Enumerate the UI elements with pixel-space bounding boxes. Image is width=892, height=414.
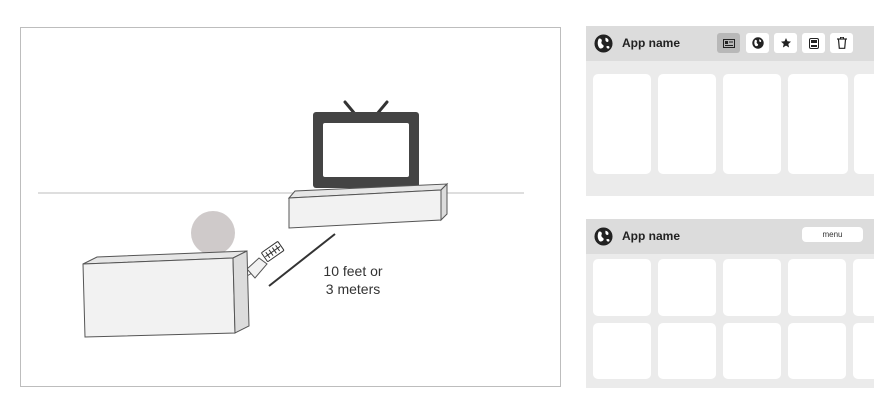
distance-label: 10 feet or 3 meters: [303, 262, 403, 298]
distance-label-line1: 10 feet or: [323, 263, 383, 279]
id-card-icon: [722, 38, 735, 48]
globe-icon: [594, 227, 613, 246]
content-tile[interactable]: [658, 74, 716, 174]
app-header: App name: [586, 26, 874, 61]
person-arm: [246, 257, 268, 279]
content-tile[interactable]: [853, 323, 874, 379]
app-mockup-toolbar: App name: [586, 26, 874, 196]
app-mockup-menu: App name menu: [586, 219, 874, 388]
trash-button[interactable]: [830, 33, 853, 53]
content-tile[interactable]: [853, 259, 874, 316]
globe-button[interactable]: [746, 33, 769, 53]
content-tile[interactable]: [723, 259, 781, 316]
tv-button[interactable]: [802, 33, 825, 53]
globe-icon: [751, 37, 764, 49]
content-tile[interactable]: [593, 74, 651, 174]
room-scene: [38, 100, 524, 338]
content-tile[interactable]: [593, 323, 651, 379]
content-tile[interactable]: [658, 259, 716, 316]
remote-control-icon: [261, 241, 285, 262]
content-tile[interactable]: [854, 74, 874, 174]
content-tile[interactable]: [788, 74, 848, 174]
content-tile[interactable]: [593, 259, 651, 316]
tv-icon: [808, 37, 819, 49]
distance-line: [268, 233, 336, 287]
content-tile[interactable]: [658, 323, 716, 379]
television-icon: [313, 112, 419, 188]
star-icon: [780, 38, 791, 48]
tv-stand: [287, 182, 449, 229]
globe-icon: [594, 34, 613, 53]
content-tile[interactable]: [723, 74, 781, 174]
star-button[interactable]: [774, 33, 797, 53]
app-header: App name menu: [586, 219, 874, 254]
id-card-button[interactable]: [717, 33, 740, 53]
distance-label-line2: 3 meters: [325, 281, 381, 297]
person-head: [191, 211, 235, 255]
trash-icon: [836, 37, 847, 49]
app-title: App name: [622, 229, 681, 243]
content-tile[interactable]: [788, 323, 846, 379]
menu-button[interactable]: menu: [802, 227, 863, 242]
content-tile[interactable]: [723, 323, 781, 379]
couch: [82, 250, 250, 338]
viewing-distance-illustration: 10 feet or 3 meters: [20, 27, 561, 387]
app-title: App name: [622, 36, 681, 50]
content-tile[interactable]: [788, 259, 846, 316]
